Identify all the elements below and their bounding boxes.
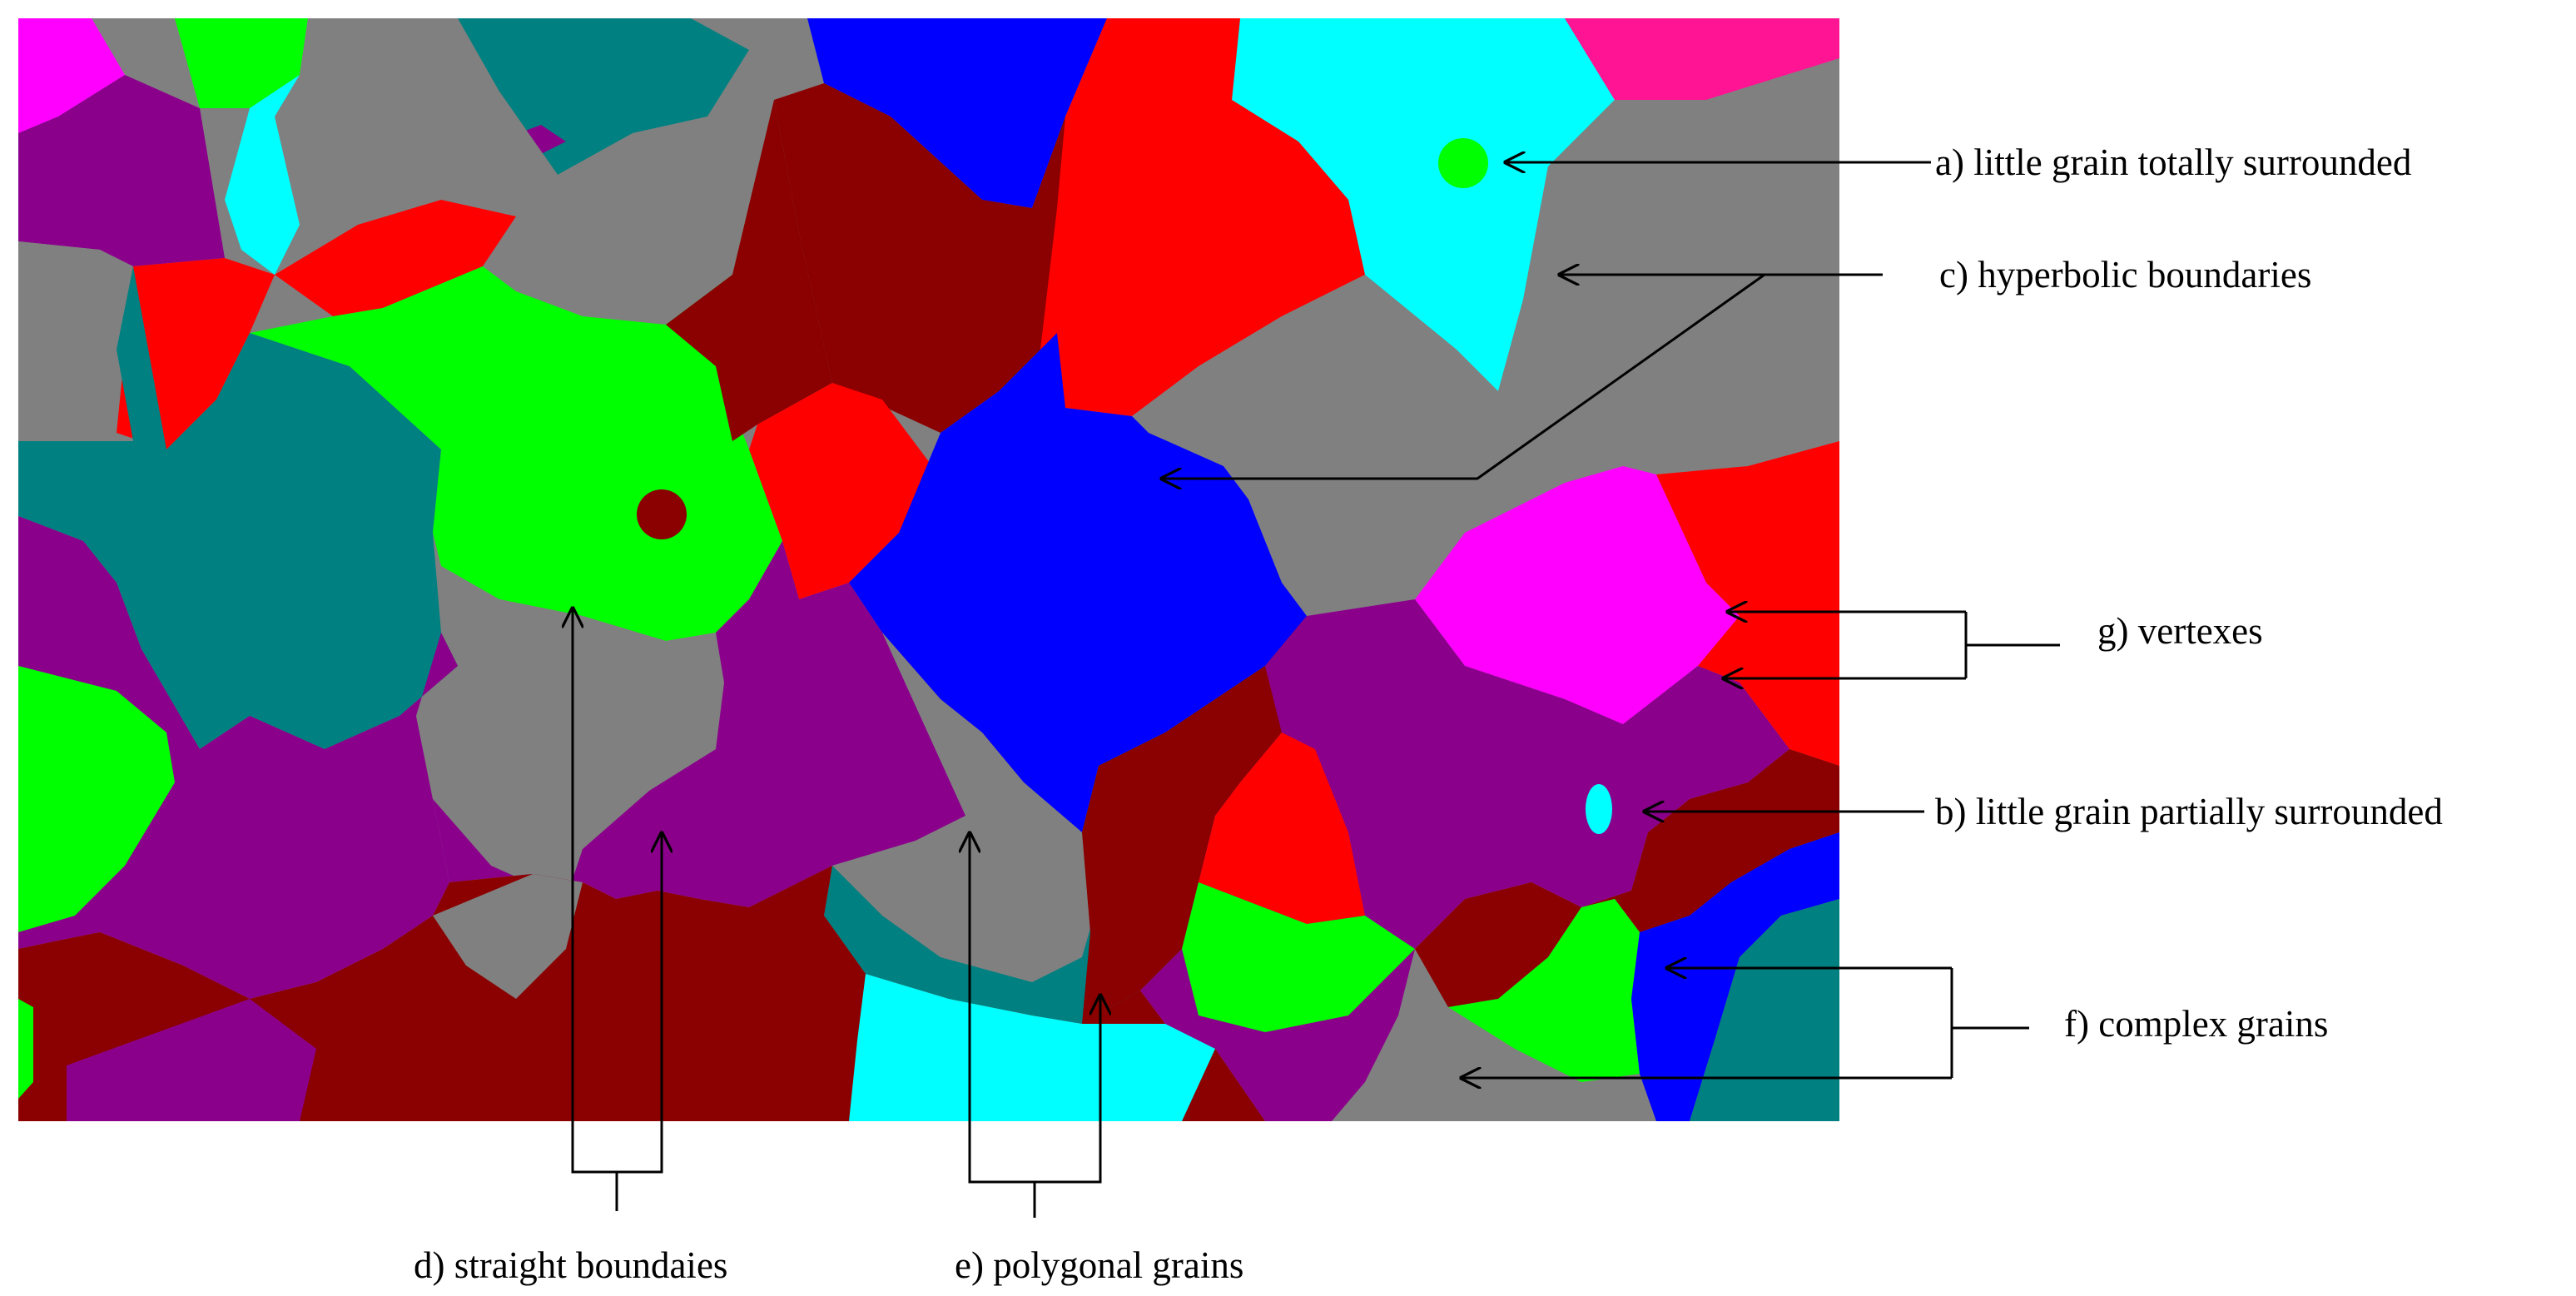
grain [1415,466,1740,724]
grain [67,999,316,1121]
label-c: c) hyperbolic boundaries [1939,254,2311,295]
label-a: a) little grain totally surrounded [1935,142,2411,183]
grain [832,633,1099,982]
grain [849,974,1215,1121]
grain [18,241,133,441]
grain [1199,732,1365,924]
grain [275,200,516,316]
label-b: b) little grain partially surrounded [1935,791,2443,832]
grain [408,50,791,325]
grain [416,599,724,899]
grain [18,999,33,1099]
grain [807,18,1107,208]
grain [175,18,308,108]
grain [18,266,458,749]
grain [1690,899,1839,1121]
label-d: d) straight boundaies [414,1244,727,1286]
grain [1656,441,1839,766]
grain [250,266,782,641]
grain [1082,616,1307,1024]
grain [18,18,125,133]
grain [1040,18,1365,416]
grain [18,516,458,999]
grain [774,83,1065,433]
grain [433,541,1024,907]
grain [666,100,832,441]
grain [1448,899,1640,1082]
grain [1565,18,1839,100]
grain [1631,832,1839,1121]
grain [1182,882,1415,1032]
grain [1415,749,1839,1007]
grain [18,666,175,932]
grain [1132,58,1839,616]
label-f: f) complex grains [2064,1003,2328,1045]
grain [275,18,499,225]
grain [433,874,583,999]
grain [225,75,300,275]
annotation-lines [573,162,2060,1218]
arrow-c-diag [1161,273,1765,479]
grain [18,75,225,266]
grain [1232,18,1615,391]
little-grain-totally-surrounded [1438,138,1488,188]
label-e: e) polygonal grains [955,1244,1243,1286]
grain [849,333,1307,832]
grain-micrograph [18,18,1839,1121]
little-grain-partially-surrounded [1586,784,1612,834]
label-g: g) vertexes [2097,610,2263,652]
little-grain-dark-red [637,489,687,539]
